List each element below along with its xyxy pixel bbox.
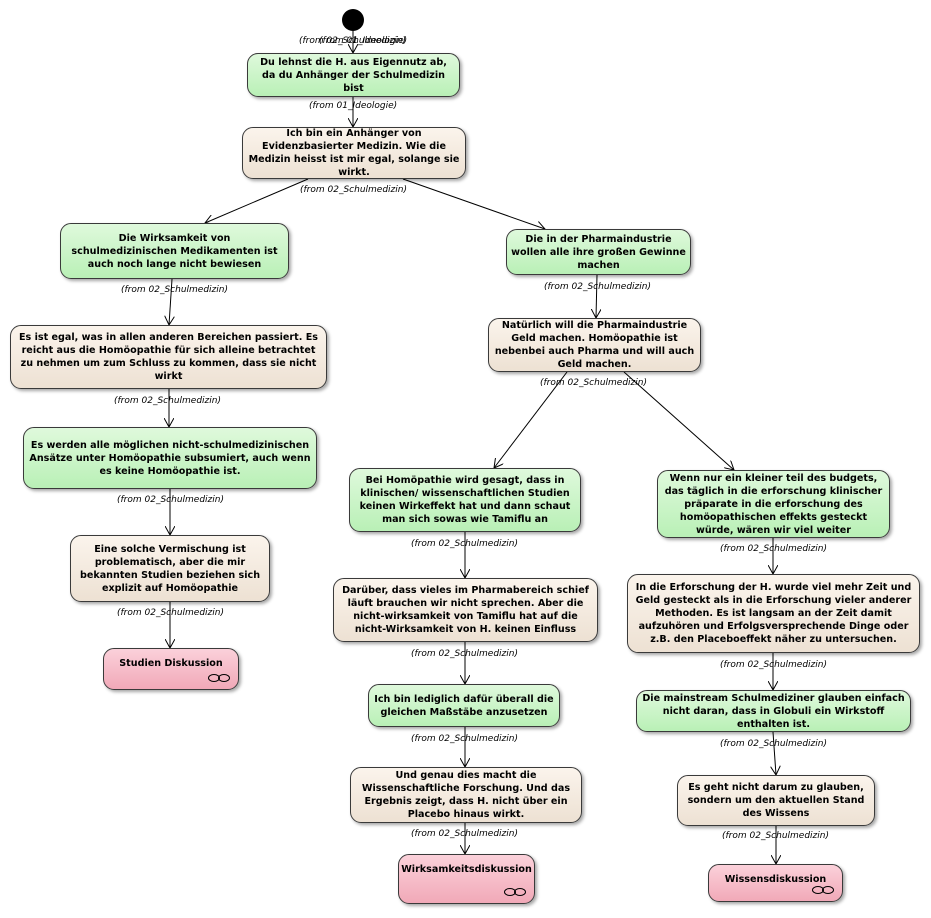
node-mainstream-globuli[interactable]: Die mainstream Schulmediziner glauben ei… bbox=[636, 690, 911, 732]
node-vermischung-text: Eine solche Vermischung ist problematisc… bbox=[79, 543, 261, 594]
node-wirksamkeitsdiskussion[interactable]: Wirksamkeitsdiskussion bbox=[398, 854, 535, 904]
node-wissensdiskussion-text: Wissensdiskussion bbox=[724, 874, 827, 885]
from-note-n8: (from 02_Schulmedizin) bbox=[117, 608, 224, 618]
node-pharma-geld-text: Natürlich will die Pharmaindustrie Geld … bbox=[494, 320, 695, 370]
node-wirksamkeitsdiskussion-text: Wirksamkeitsdiskussion bbox=[401, 864, 532, 875]
node-egal-andere-bereiche[interactable]: Es ist egal, was in allen anderen Bereic… bbox=[10, 325, 327, 389]
from-note-n6: (from 02_Schulmedizin) bbox=[540, 378, 647, 388]
node-pharmabereich-schief[interactable]: Darüber, dass vieles im Pharmabereich sc… bbox=[333, 578, 598, 642]
from-note-top-a: (from 02_Schulmedizin) bbox=[299, 36, 406, 46]
node-stand-des-wissens[interactable]: Es geht nicht darum zu glauben, sondern … bbox=[677, 775, 875, 826]
node-pharmabereich-schief-text: Darüber, dass vieles im Pharmabereich sc… bbox=[342, 585, 589, 635]
from-note-n11: (from 02_Schulmedizin) bbox=[720, 544, 827, 554]
node-gleiche-massstaebe[interactable]: Ich bin lediglich dafür überall die glei… bbox=[368, 684, 560, 727]
from-note-top-b: (from 01_Ideologie) bbox=[319, 36, 408, 46]
edge-n6-n10 bbox=[494, 371, 568, 468]
node-mainstream-globuli-text: Die mainstream Schulmediziner glauben ei… bbox=[642, 692, 905, 730]
node-wirksamkeit-schulmedizin[interactable]: Die Wirksamkeit von schulmedizinischen M… bbox=[60, 223, 289, 279]
node-wirksamkeit-schulmedizin-text: Die Wirksamkeit von schulmedizinischen M… bbox=[71, 232, 278, 270]
edge-n6-n11 bbox=[623, 371, 734, 470]
node-eigennutz[interactable]: Du lehnst die H. aus Eigennutz ab, da du… bbox=[247, 53, 460, 97]
node-pharma-geld[interactable]: Natürlich will die Pharmaindustrie Geld … bbox=[488, 318, 701, 372]
node-studien-diskussion-text: Studien Diskussion bbox=[119, 658, 223, 669]
edge-n2-n4 bbox=[402, 178, 545, 229]
from-note-n2: (from 02_Schulmedizin) bbox=[300, 185, 407, 195]
node-evidenzbasiert[interactable]: Ich bin ein Anhänger von Evidenzbasierte… bbox=[242, 127, 466, 179]
node-gleiche-massstaebe-text: Ich bin lediglich dafür überall die glei… bbox=[374, 693, 554, 718]
node-pharma-gewinne[interactable]: Die in der Pharmaindustrie wollen alle i… bbox=[506, 229, 691, 275]
from-note-n12: (from 02_Schulmedizin) bbox=[411, 649, 518, 659]
node-erforschung-zeit-geld[interactable]: In die Erforschung der H. wurde viel meh… bbox=[627, 574, 920, 653]
node-egal-andere-bereiche-text: Es ist egal, was in allen anderen Bereic… bbox=[19, 332, 318, 382]
from-note-n7: (from 02_Schulmedizin) bbox=[117, 495, 224, 505]
node-eigennutz-text: Du lehnst die H. aus Eigennutz ab, da du… bbox=[260, 56, 447, 94]
from-note-n10: (from 02_Schulmedizin) bbox=[411, 539, 518, 549]
node-pharma-gewinne-text: Die in der Pharmaindustrie wollen alle i… bbox=[511, 233, 686, 271]
node-vermischung[interactable]: Eine solche Vermischung ist problematisc… bbox=[70, 535, 270, 602]
node-ansaetze-subsumiert[interactable]: Es werden alle möglichen nicht-schulmedi… bbox=[23, 427, 317, 489]
node-erforschung-zeit-geld-text: In die Erforschung der H. wurde viel meh… bbox=[635, 582, 912, 645]
node-wissenschaftliche-forschung-text: Und genau dies macht die Wissenschaftlic… bbox=[361, 770, 571, 820]
node-ansaetze-subsumiert-text: Es werden alle möglichen nicht-schulmedi… bbox=[29, 439, 311, 477]
edge-n3-n5 bbox=[169, 278, 172, 325]
from-note-n4: (from 02_Schulmedizin) bbox=[544, 282, 651, 292]
node-studien-diskussion[interactable]: Studien Diskussion bbox=[103, 648, 239, 690]
node-wissensdiskussion[interactable]: Wissensdiskussion bbox=[708, 864, 843, 902]
node-tamiflu-text: Bei Homöpathie wird gesagt, dass in klin… bbox=[359, 475, 571, 525]
node-budget-erforschung[interactable]: Wenn nur ein kleiner teil des budgets, d… bbox=[657, 470, 890, 538]
node-evidenzbasiert-text: Ich bin ein Anhänger von Evidenzbasierte… bbox=[248, 128, 460, 178]
from-note-n13: (from 02_Schulmedizin) bbox=[720, 660, 827, 670]
from-note-n15: (from 02_Schulmedizin) bbox=[720, 739, 827, 749]
node-stand-des-wissens-text: Es geht nicht darum zu glauben, sondern … bbox=[687, 782, 865, 819]
node-wissenschaftliche-forschung[interactable]: Und genau dies macht die Wissenschaftlic… bbox=[350, 767, 582, 823]
from-note-n17: (from 02_Schulmedizin) bbox=[722, 831, 829, 841]
node-tamiflu[interactable]: Bei Homöpathie wird gesagt, dass in klin… bbox=[349, 468, 581, 532]
chain-link-icon bbox=[504, 888, 526, 896]
chain-link-icon bbox=[208, 674, 230, 682]
edge-n4-n6 bbox=[596, 274, 597, 318]
from-note-n1: (from 01_Ideologie) bbox=[309, 101, 398, 111]
node-budget-erforschung-text: Wenn nur ein kleiner teil des budgets, d… bbox=[664, 472, 883, 536]
from-note-n3: (from 02_Schulmedizin) bbox=[121, 285, 228, 295]
from-note-n16: (from 02_Schulmedizin) bbox=[411, 829, 518, 839]
edge-n15-n17 bbox=[773, 731, 776, 775]
edge-n2-n3 bbox=[205, 178, 309, 223]
from-note-n5: (from 02_Schulmedizin) bbox=[114, 396, 221, 406]
initial-state-dot bbox=[342, 9, 364, 31]
from-note-n14: (from 02_Schulmedizin) bbox=[411, 734, 518, 744]
chain-link-icon bbox=[812, 886, 834, 894]
